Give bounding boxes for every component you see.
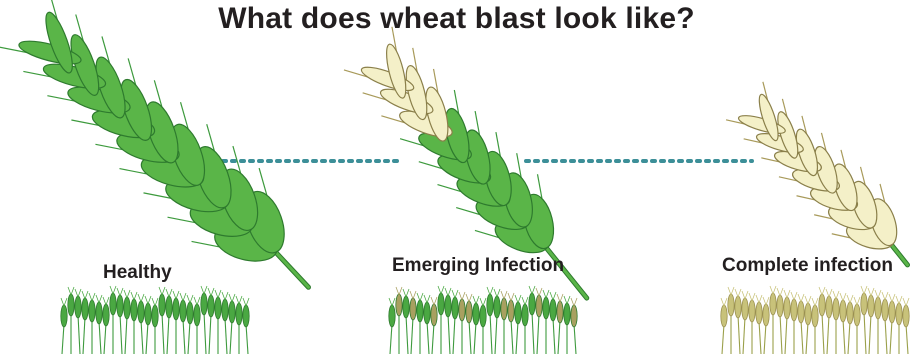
stage-label-emerging-infection: Emerging Infection: [392, 255, 564, 277]
emerging-infection-wheat-field: [389, 286, 577, 354]
spikelets: [737, 93, 902, 254]
stage-label-healthy: Healthy: [103, 262, 172, 284]
healthy-wheat-field: [61, 286, 249, 354]
complete-infection-wheat-head: [726, 82, 907, 265]
spikelets: [359, 43, 559, 260]
complete-infection-wheat-field: [721, 286, 909, 354]
stage-label-complete-infection: Complete infection: [722, 255, 893, 277]
healthy-wheat-head: [0, 0, 308, 287]
spikelets: [17, 10, 292, 268]
